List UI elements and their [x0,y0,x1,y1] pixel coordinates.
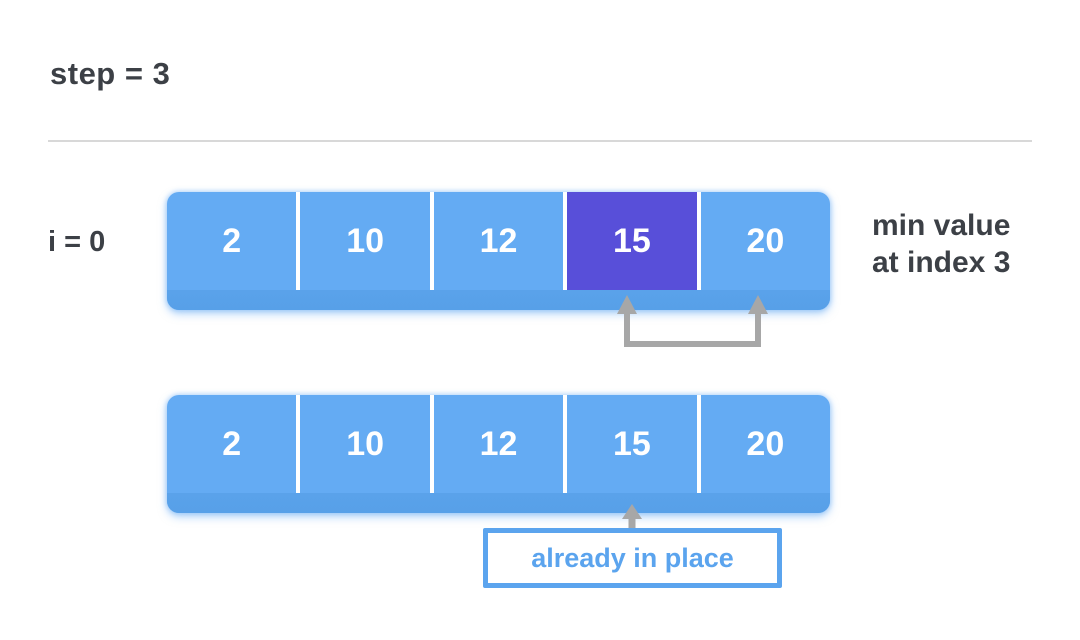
array-cell: 15 [567,395,701,493]
array-top: 2 10 12 15 20 [167,192,830,310]
array-cell: 20 [746,424,785,463]
array-bottom: 2 10 12 15 20 [167,395,830,513]
array-bottom-cells: 2 10 12 15 20 [167,395,830,493]
array-cell: 10 [300,192,434,290]
array-cell: 2 [167,192,301,290]
array-bottom-band [167,493,830,513]
already-in-place-callout: already in place [483,528,782,588]
array-bottom-band [167,290,830,310]
divider-line [48,140,1032,142]
array-top-cells: 2 10 12 15 20 [167,192,830,290]
array-cell: 10 [300,395,434,493]
array-cell-highlighted: 15 [567,192,701,290]
array-cell: 20 [746,221,785,260]
iteration-label: i = 0 [48,226,106,258]
annotation-line-1: min value [872,209,1011,242]
min-value-annotation: min value at index 3 [872,207,1010,281]
step-label: step = 3 [50,56,171,91]
array-cell: 2 [167,395,301,493]
swap-bracket-arrow-icon [617,295,768,347]
annotation-line-2: at index 3 [872,246,1011,279]
array-cell: 12 [434,395,568,493]
callout-label: already in place [531,542,734,573]
up-arrow-icon [622,504,642,531]
array-cell: 12 [434,192,568,290]
